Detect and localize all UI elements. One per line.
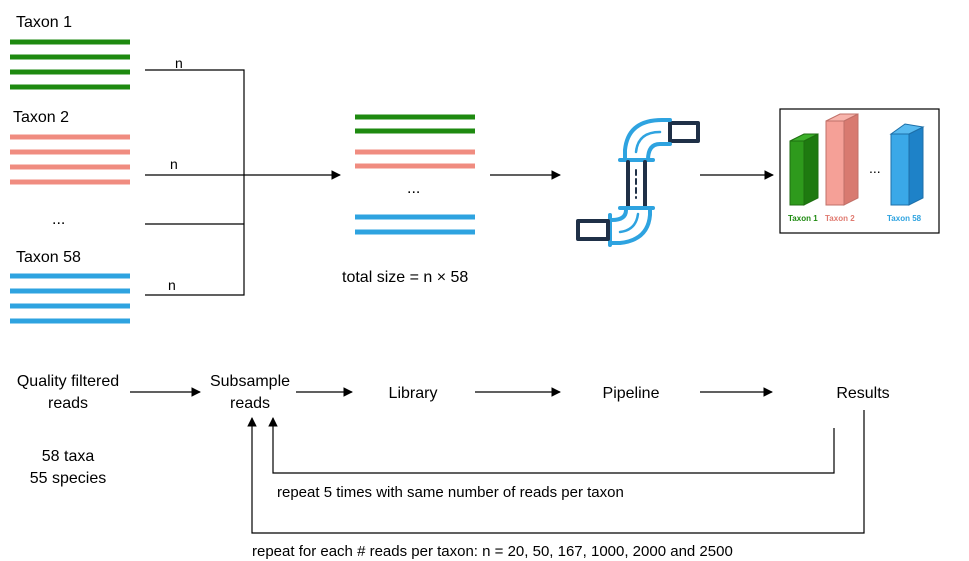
step-quality-filtered-line2: reads: [48, 395, 88, 412]
n-label-top: n: [175, 55, 183, 71]
repeat-inner-label: repeat 5 times with same number of reads…: [277, 484, 624, 501]
repeat-outer-label: repeat for each # reads per taxon: n = 2…: [252, 543, 733, 560]
step-subsample-line2: reads: [230, 395, 270, 412]
n-label-middle: n: [170, 156, 178, 172]
merge-connectors: [145, 69, 341, 296]
taxon58-title: Taxon 58: [16, 249, 81, 266]
taxa-ellipsis: ...: [52, 211, 65, 228]
library-total-size: total size = n × 58: [342, 269, 468, 286]
bar-taxon2-label: Taxon 2: [825, 214, 855, 223]
results-ellipsis: ...: [869, 160, 881, 176]
taxon58-reads: [10, 273, 130, 324]
bar-taxon1-label: Taxon 1: [788, 214, 818, 223]
taxon2-title: Taxon 2: [13, 109, 69, 126]
bar-taxon58: [889, 123, 925, 206]
library-reads: [355, 114, 475, 235]
n-label-bottom: n: [168, 277, 176, 293]
loop-repeat-inner: [268, 417, 835, 474]
library-ellipsis: ...: [407, 180, 420, 197]
step-results: Results: [836, 385, 889, 402]
loop-repeat-outer: [247, 410, 865, 534]
bar-taxon58-label: Taxon 58: [887, 214, 922, 223]
pipe-icon: [576, 118, 700, 247]
bar-taxon2: [825, 113, 859, 206]
taxon1-reads: [10, 39, 130, 90]
bar-taxon1: [789, 133, 819, 206]
taxa-count: 58 taxa: [42, 448, 95, 465]
step-subsample-line1: Subsample: [210, 373, 290, 390]
taxon1-title: Taxon 1: [16, 14, 72, 31]
species-count: 55 species: [30, 470, 107, 487]
step-pipeline: Pipeline: [603, 385, 660, 402]
step-quality-filtered-line1: Quality filtered: [17, 373, 119, 390]
taxon2-reads: [10, 134, 130, 185]
step-library: Library: [389, 385, 438, 402]
